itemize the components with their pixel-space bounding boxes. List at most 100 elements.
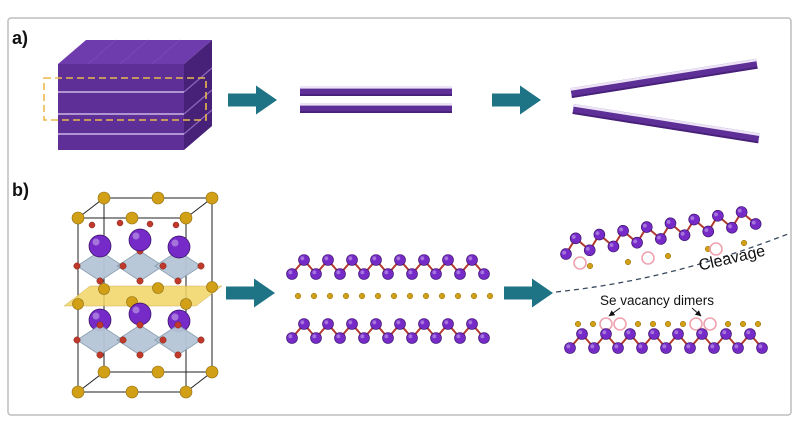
atom-ball	[720, 328, 732, 340]
atom-ball	[346, 318, 358, 330]
atom-highlight	[408, 270, 413, 275]
gold-dot	[739, 320, 747, 328]
atom-highlight	[602, 330, 607, 335]
process-arrow-2	[492, 85, 541, 115]
gold-dot	[754, 320, 762, 328]
atom-highlight	[737, 208, 742, 213]
atom-ball	[576, 328, 588, 340]
atom-highlight	[420, 320, 425, 325]
atom-highlight	[662, 344, 667, 349]
gold-dot	[342, 292, 350, 300]
gold-dot	[634, 320, 642, 328]
atom-highlight	[619, 227, 624, 232]
slab-2	[300, 103, 452, 113]
atom-highlight	[585, 246, 590, 251]
atom-highlight	[288, 334, 293, 339]
atom-ball	[334, 268, 346, 280]
vacancy-circles-upper	[573, 242, 723, 270]
atom-ball	[442, 254, 454, 266]
atom-highlight	[638, 344, 643, 349]
gold-atom-row-bottom	[71, 365, 219, 399]
gold-plane	[63, 285, 223, 307]
purple-atom-row-lower	[88, 302, 191, 333]
cleaved-slabs	[570, 58, 760, 144]
gold-dot	[664, 320, 672, 328]
atom-highlight	[590, 344, 595, 349]
atomic-chain-top	[286, 254, 490, 280]
atom-ball	[478, 268, 490, 280]
atom-ball	[286, 332, 298, 344]
atom-ball	[298, 254, 310, 266]
atom-highlight	[578, 330, 583, 335]
atom-highlight	[348, 256, 353, 261]
gold-dot	[422, 292, 430, 300]
atom-ball	[648, 328, 660, 340]
atom-highlight	[336, 334, 341, 339]
octahedra-layer-upper	[73, 247, 205, 285]
atom-highlight	[595, 231, 600, 236]
layered-crystal-block	[43, 39, 213, 150]
atom-highlight	[360, 270, 365, 275]
atom-ball	[664, 217, 677, 230]
gold-dot	[374, 292, 382, 300]
figure-border	[7, 17, 792, 416]
atom-highlight	[626, 330, 631, 335]
atom-ball	[636, 342, 648, 354]
gold-dots-above-bottom-chain	[574, 320, 762, 328]
atom-highlight	[566, 344, 571, 349]
slab-1	[300, 86, 452, 96]
atom-ball	[346, 254, 358, 266]
atom-ball	[406, 268, 418, 280]
atom-ball	[430, 268, 442, 280]
atom-ball	[382, 332, 394, 344]
atom-ball	[370, 318, 382, 330]
atom-ball	[358, 332, 370, 344]
atom-ball	[394, 254, 406, 266]
atom-highlight	[456, 334, 461, 339]
atom-highlight	[360, 334, 365, 339]
atom-highlight	[468, 256, 473, 261]
atom-ball	[688, 213, 700, 226]
atom-ball	[370, 254, 382, 266]
red-atom-row-top	[88, 219, 180, 229]
atom-highlight	[444, 320, 449, 325]
gold-dot	[679, 320, 687, 328]
atom-highlight	[690, 216, 695, 221]
atom-highlight	[698, 330, 703, 335]
atom-ball	[560, 248, 572, 260]
atom-highlight	[609, 243, 614, 248]
atom-highlight	[312, 334, 317, 339]
purple-atom-row-upper	[88, 228, 191, 259]
atom-highlight	[704, 228, 709, 233]
atom-ball	[394, 318, 406, 330]
atom-highlight	[674, 330, 679, 335]
atom-highlight	[384, 334, 389, 339]
atom-ball	[660, 342, 672, 354]
gold-dot	[724, 320, 732, 328]
cleavage-dashed-line	[555, 233, 789, 293]
atom-ball	[756, 342, 768, 354]
atom-highlight	[372, 320, 377, 325]
atom-ball	[298, 318, 310, 330]
gold-dot	[326, 292, 334, 300]
atom-highlight	[571, 234, 576, 239]
atom-ball	[569, 232, 582, 245]
atom-highlight	[710, 344, 715, 349]
atom-ball	[382, 268, 394, 280]
atom-highlight	[384, 270, 389, 275]
atom-ball	[600, 328, 612, 340]
atom-ball	[583, 244, 596, 257]
cleaved-chain-top	[560, 206, 762, 260]
gold-dot	[310, 292, 318, 300]
gold-dot	[486, 292, 494, 300]
gold-dot	[574, 320, 582, 328]
panel-b-label: b)	[12, 180, 29, 200]
atom-ball	[358, 268, 370, 280]
atom-highlight	[758, 344, 763, 349]
atom-highlight	[734, 344, 739, 349]
vacancy-pointer-right	[691, 307, 702, 317]
atom-highlight	[408, 334, 413, 339]
atom-ball	[466, 318, 478, 330]
process-arrow-3	[226, 278, 275, 308]
